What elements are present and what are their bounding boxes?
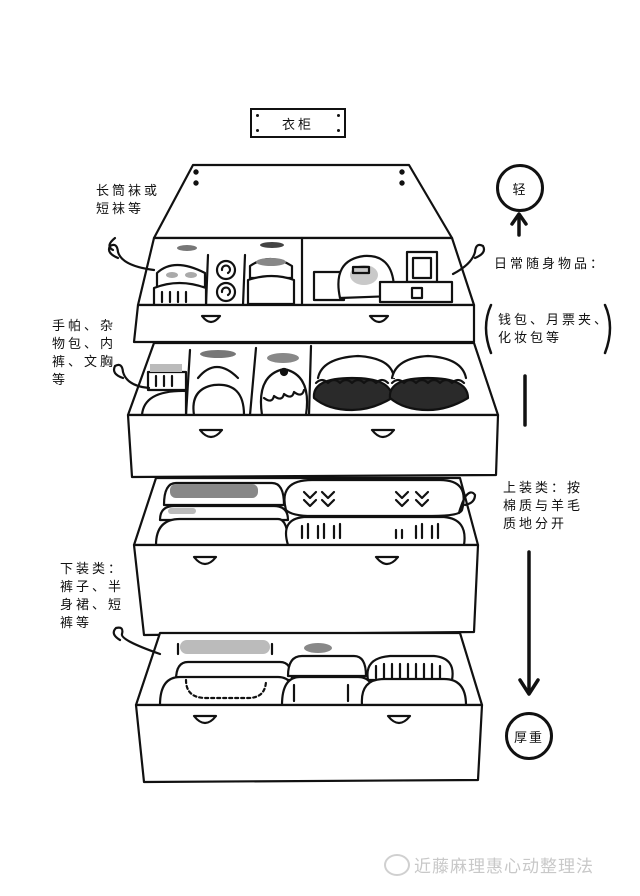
watermark-text: 近藤麻理惠心动整理法 (414, 857, 594, 877)
drawer-4 (112, 626, 484, 784)
heavy-scale-circle: 厚重 (505, 712, 553, 760)
bottoms-annotation: 下装类： 裤子、半 身裙、短 裤等 (60, 562, 125, 631)
scale-arrow (510, 212, 540, 696)
drawer-2 (112, 341, 500, 479)
wardrobe-title-plaque: 衣柜 (250, 108, 346, 138)
leader-line (108, 236, 117, 252)
watermark: 近藤麻理惠心动整理法 (384, 852, 594, 877)
drawer-1 (107, 236, 486, 344)
drawer-3 (132, 476, 480, 637)
wardrobe-title: 衣柜 (281, 117, 314, 133)
daily-items-title: 日常随身物品： (494, 257, 607, 272)
tops-annotation: 上装类：按 棉质与羊毛 质地分开 (503, 481, 584, 532)
socks-annotation: 长筒袜或 短袜等 (96, 184, 161, 217)
daily-items-detail: 钱包、月票夹、 化妆包等 (498, 313, 611, 346)
small-items-annotation: 手帕、杂 物包、内 裤、文胸 等 (52, 319, 117, 388)
heavy-label: 厚重 (513, 730, 544, 746)
drawer-lid (152, 163, 454, 240)
light-label: 轻 (512, 182, 528, 198)
light-scale-circle: 轻 (496, 164, 544, 212)
wechat-icon (384, 853, 410, 876)
